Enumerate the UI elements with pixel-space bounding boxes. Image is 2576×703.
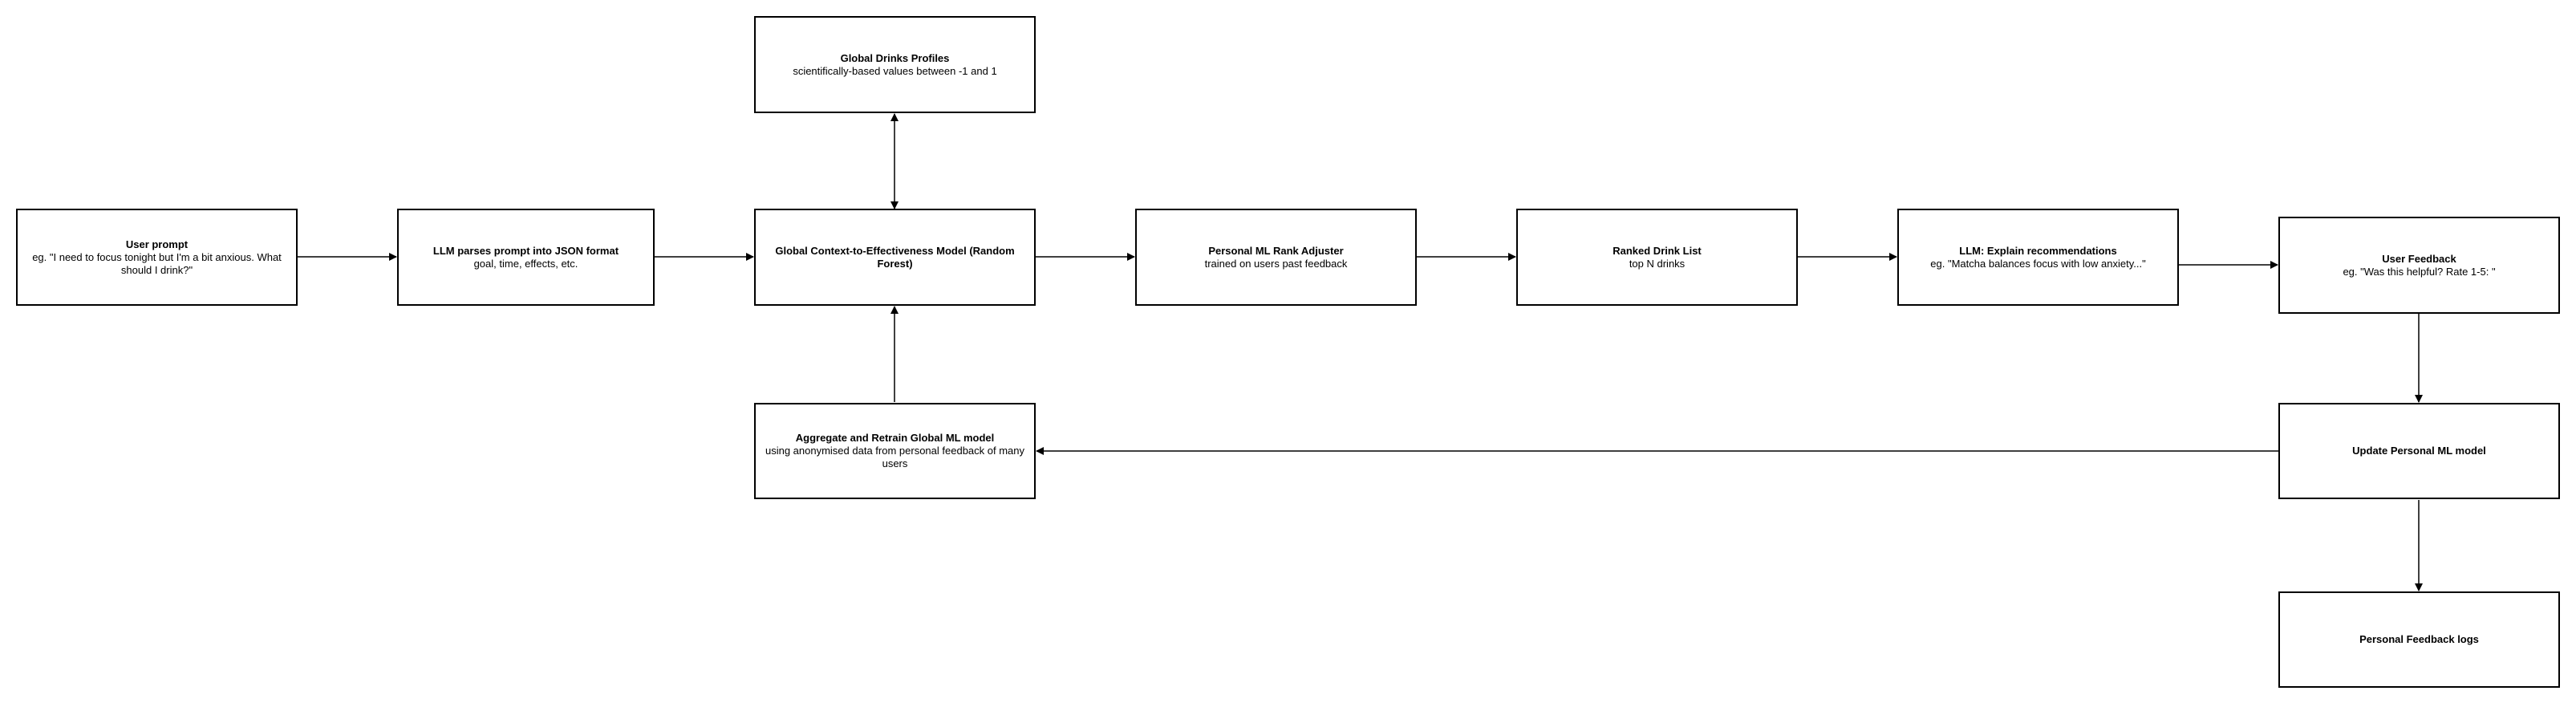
node-global-model: Global Context-to-Effectiveness Model (R… bbox=[754, 209, 1036, 306]
node-llm-explain: LLM: Explain recommendations eg. "Matcha… bbox=[1897, 209, 2179, 306]
node-ranked-drink-list: Ranked Drink List top N drinks bbox=[1516, 209, 1798, 306]
node-title: Global Context-to-Effectiveness Model (R… bbox=[775, 244, 1015, 270]
node-title: Update Personal ML model bbox=[2352, 445, 2486, 457]
node-title: LLM: Explain recommendations bbox=[1959, 244, 2117, 257]
node-update-personal-model: Update Personal ML model bbox=[2278, 403, 2560, 499]
node-aggregate-retrain: Aggregate and Retrain Global ML model us… bbox=[754, 403, 1036, 499]
node-title: Global Drinks Profiles bbox=[840, 51, 950, 64]
node-global-drinks-profiles: Global Drinks Profiles scientifically-ba… bbox=[754, 16, 1036, 113]
node-subtitle: using anonymised data from personal feed… bbox=[765, 445, 1025, 469]
node-title: Personal ML Rank Adjuster bbox=[1208, 244, 1344, 257]
node-subtitle: trained on users past feedback bbox=[1204, 257, 1348, 270]
node-title: Ranked Drink List bbox=[1613, 244, 1702, 257]
node-title: Aggregate and Retrain Global ML model bbox=[795, 432, 995, 444]
node-subtitle: goal, time, effects, etc. bbox=[473, 257, 578, 270]
node-subtitle: eg. "Matcha balances focus with low anxi… bbox=[1930, 257, 2146, 270]
node-title: Personal Feedback logs bbox=[2359, 633, 2479, 645]
node-subtitle: eg. "I need to focus tonight but I'm a b… bbox=[32, 250, 282, 276]
node-llm-parse: LLM parses prompt into JSON format goal,… bbox=[397, 209, 655, 306]
node-title: User Feedback bbox=[2382, 252, 2456, 265]
node-subtitle: top N drinks bbox=[1629, 257, 1686, 270]
node-user-prompt: User prompt eg. "I need to focus tonight… bbox=[16, 209, 298, 306]
node-subtitle: scientifically-based values between -1 a… bbox=[793, 64, 997, 77]
node-rank-adjuster: Personal ML Rank Adjuster trained on use… bbox=[1135, 209, 1417, 306]
node-personal-feedback-logs: Personal Feedback logs bbox=[2278, 591, 2560, 688]
node-title: LLM parses prompt into JSON format bbox=[432, 244, 619, 257]
node-user-feedback: User Feedback eg. "Was this helpful? Rat… bbox=[2278, 217, 2560, 314]
node-title: User prompt bbox=[125, 238, 189, 250]
node-subtitle: eg. "Was this helpful? Rate 1-5: " bbox=[2343, 265, 2496, 278]
